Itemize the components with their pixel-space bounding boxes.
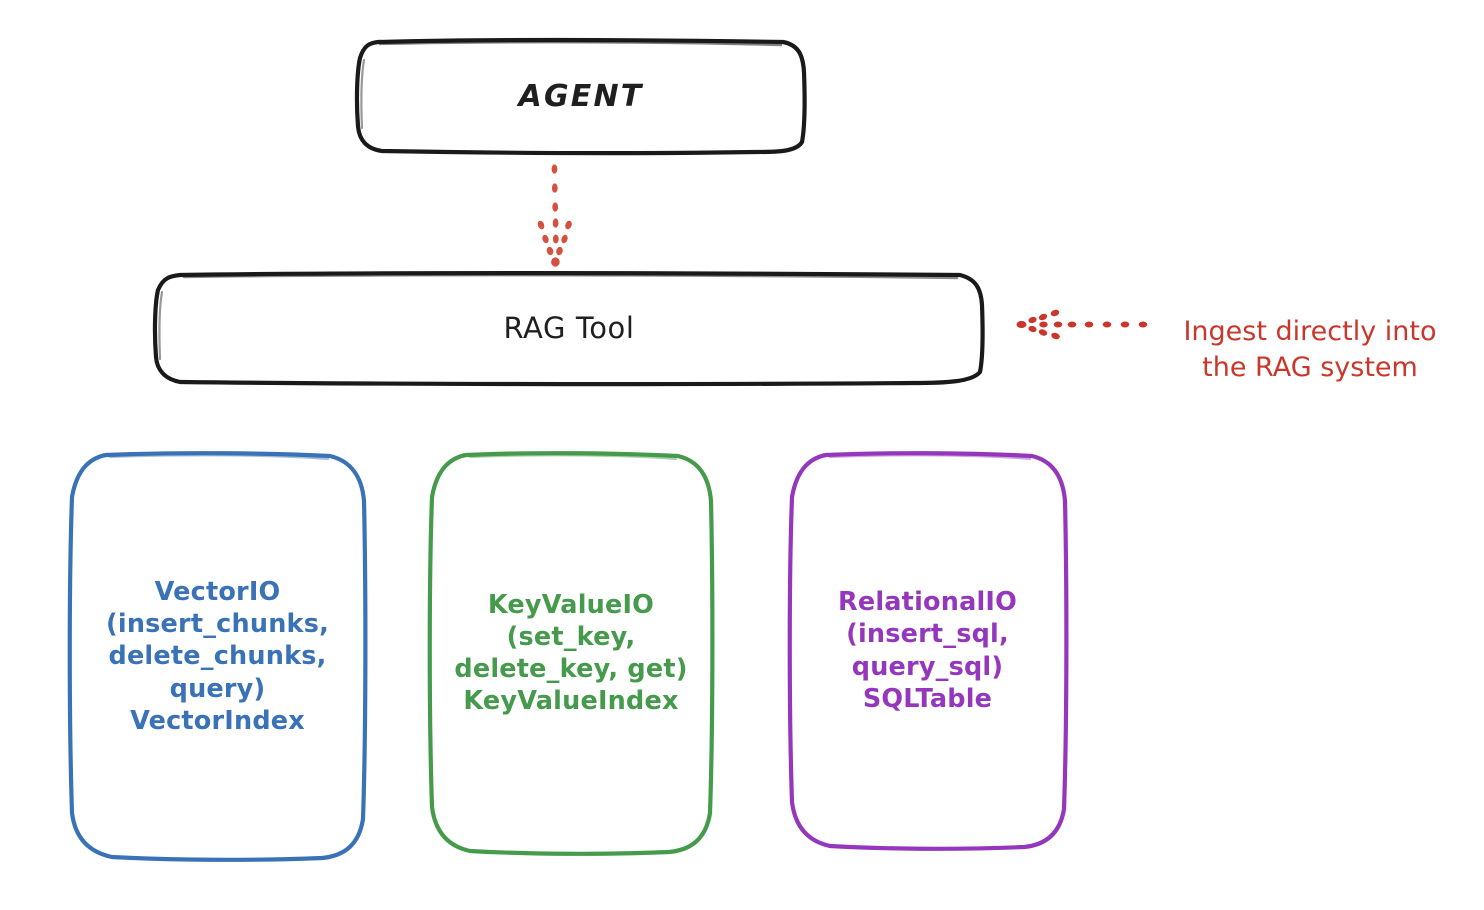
arrow-ingest-to-rag-tool xyxy=(1016,309,1148,340)
node-vector-io[interactable]: VectorIO (insert_chunks, delete_chunks, … xyxy=(67,451,368,862)
node-agent-label: AGENT xyxy=(518,78,644,114)
annotation-ingest-text: Ingest directly into the RAG system xyxy=(1183,315,1437,384)
node-relational-io-index-label: SQLTable xyxy=(862,683,993,714)
node-rag-tool-label: RAG Tool xyxy=(503,310,635,345)
node-key-value-io[interactable]: KeyValueIO (set_key, delete_key, get) Ke… xyxy=(427,451,715,856)
node-key-value-io-index-label: KeyValueIndex xyxy=(463,686,679,717)
arrow-agent-to-rag-tool xyxy=(537,164,572,267)
node-vector-io-index-label: VectorIndex xyxy=(130,705,305,736)
node-vector-io-api-label: VectorIO (insert_chunks, delete_chunks, … xyxy=(106,577,329,704)
node-agent[interactable]: AGENT xyxy=(354,38,807,156)
node-relational-io[interactable]: RelationalIO (insert_sql, query_sql) SQL… xyxy=(787,451,1069,851)
node-key-value-io-api-label: KeyValueIO (set_key, delete_key, get) xyxy=(454,589,688,684)
node-rag-tool[interactable]: RAG Tool xyxy=(152,271,985,387)
node-relational-io-api-label: RelationalIO (insert_sql, query_sql) xyxy=(838,587,1017,682)
annotation-ingest: Ingest directly into the RAG system xyxy=(1145,277,1475,387)
